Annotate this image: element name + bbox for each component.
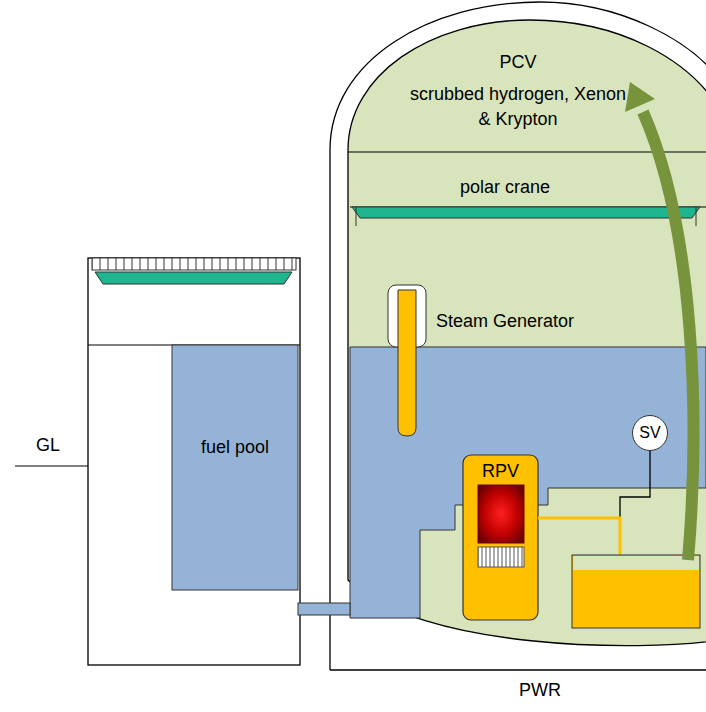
region-box: fuel pool [172,345,298,590]
part-label: GL [36,435,60,457]
ground-line [15,465,88,466]
lower-plenum [478,547,524,567]
tank-gas-space [573,556,699,570]
steam-generator-tube [398,290,416,436]
vessel-box: RPV [463,455,538,485]
part-label: polar crane [460,177,550,199]
gas-release-arrow [643,112,693,560]
gas-release-arrowhead [625,82,655,112]
rpv-vessel [463,455,538,620]
reactor-core [478,485,524,543]
polar-crane [352,207,700,218]
fuel-crane [95,272,292,284]
crane-hook [356,207,357,226]
valve-circle: SV [632,415,668,451]
transfer-tube [298,603,350,615]
building-roof [92,258,296,270]
fuel-building [88,258,300,665]
base-line [330,669,706,670]
node-title: SV [639,422,660,444]
node-title: fuel pool [201,435,269,459]
fuel-pool-water [172,345,298,590]
part-label: Steam Generator [436,311,574,333]
outer-containment [330,2,706,670]
node-title: RPV [482,459,519,483]
quench-tank [572,555,700,628]
pcv-vessel [348,20,706,646]
crane-hook [696,207,697,226]
node-title: PCV [499,50,536,74]
relief-flow [538,518,620,560]
node-note: scrubbed hydrogen, Xenon & Krypton [403,82,633,131]
sv-line [620,451,650,518]
part-label: PWR [519,680,561,702]
